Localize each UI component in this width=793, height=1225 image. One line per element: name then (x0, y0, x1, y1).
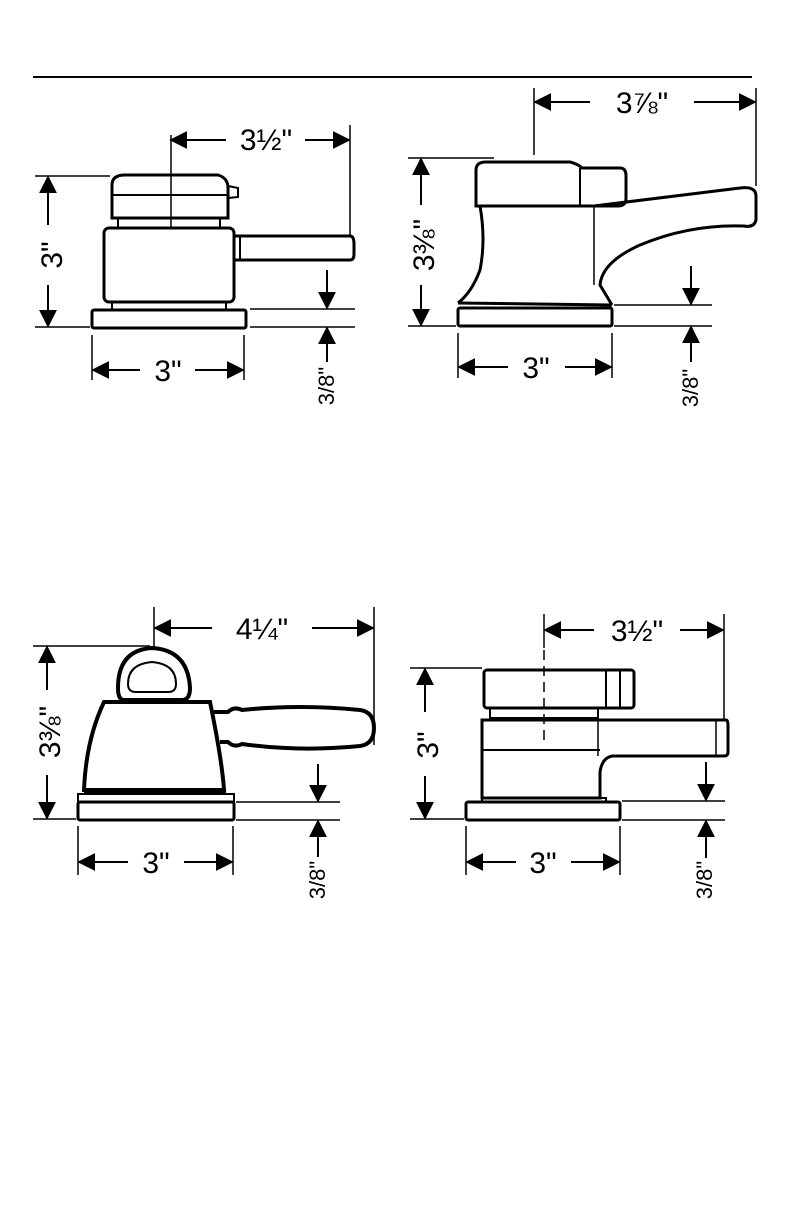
figure-2-faucet: 3⅞" 3⅜" 3" 3/8" (408, 87, 756, 407)
fig2-plate-label: 3/8" (678, 369, 703, 407)
fig4-drawing (466, 650, 728, 820)
fig1-width-label: 3½" (240, 124, 292, 157)
fig3-base-label: 3" (142, 847, 169, 880)
fig4-base-label: 3" (529, 847, 556, 880)
fig3-width-label: 4¼" (236, 613, 288, 646)
fig2-drawing (458, 162, 756, 326)
fig1-height-label: 3" (36, 241, 69, 268)
fig2-width-label: 3⅞" (616, 87, 668, 120)
fig1-drawing (92, 135, 354, 328)
fig2-dimensions (408, 88, 756, 378)
fig3-drawing (78, 648, 374, 820)
fig3-plate-label: 3/8" (305, 861, 330, 899)
fig2-height-label: 3⅜" (408, 219, 441, 271)
fig4-height-label: 3" (412, 731, 445, 758)
fig1-base-label: 3" (154, 355, 181, 388)
fig1-dimensions (35, 125, 355, 380)
figure-3-faucet: 4¼" 3⅜" 3" 3/8" (33, 607, 374, 899)
fig4-dimensions (410, 614, 725, 875)
fig4-width-label: 3½" (611, 615, 663, 648)
fig2-base-label: 3" (522, 352, 549, 385)
fig4-plate-label: 3/8" (692, 861, 717, 899)
figure-1-faucet: 3½" 3" 3" 3/8" (35, 124, 355, 405)
fig3-dimensions (33, 607, 374, 875)
fig3-height-label: 3⅜" (34, 706, 67, 758)
figure-4-faucet: 3½" 3" 3" 3/8" (410, 614, 728, 899)
fig1-plate-label: 3/8" (314, 367, 339, 405)
